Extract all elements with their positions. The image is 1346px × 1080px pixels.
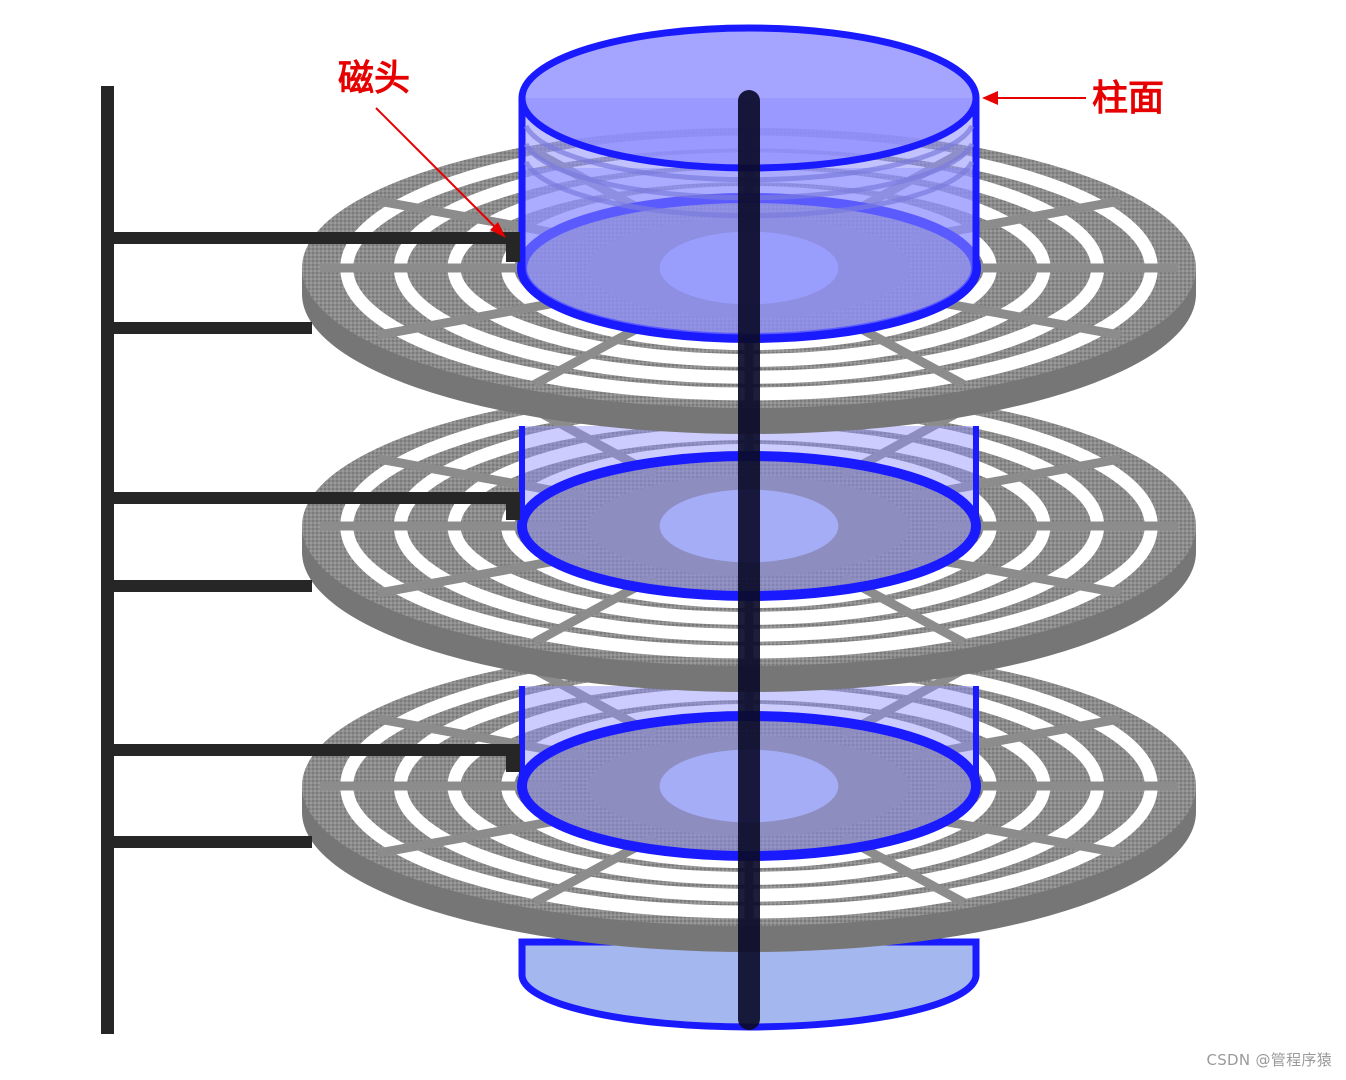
head-arm-lower-2 — [114, 580, 312, 592]
watermark: CSDN @管程序猿 — [1206, 1051, 1332, 1069]
spindle — [738, 90, 760, 1030]
head-arrowhead — [490, 222, 506, 238]
head-arm-upper-2 — [114, 492, 520, 520]
head-label: 磁头 — [338, 57, 410, 99]
head-arm-upper-1 — [114, 232, 520, 262]
head-arrow — [375, 107, 501, 233]
head-arm-lower-3 — [114, 836, 312, 848]
actuator-arm — [101, 86, 520, 1034]
cylinder-annotation: 柱面 — [982, 77, 1164, 119]
cylinder-arrowhead — [982, 91, 998, 105]
head-arm-lower-1 — [114, 322, 312, 334]
head-annotation: 磁头 — [338, 57, 506, 238]
head-arm-upper-3 — [114, 744, 520, 772]
cylinder-label: 柱面 — [1092, 77, 1164, 119]
